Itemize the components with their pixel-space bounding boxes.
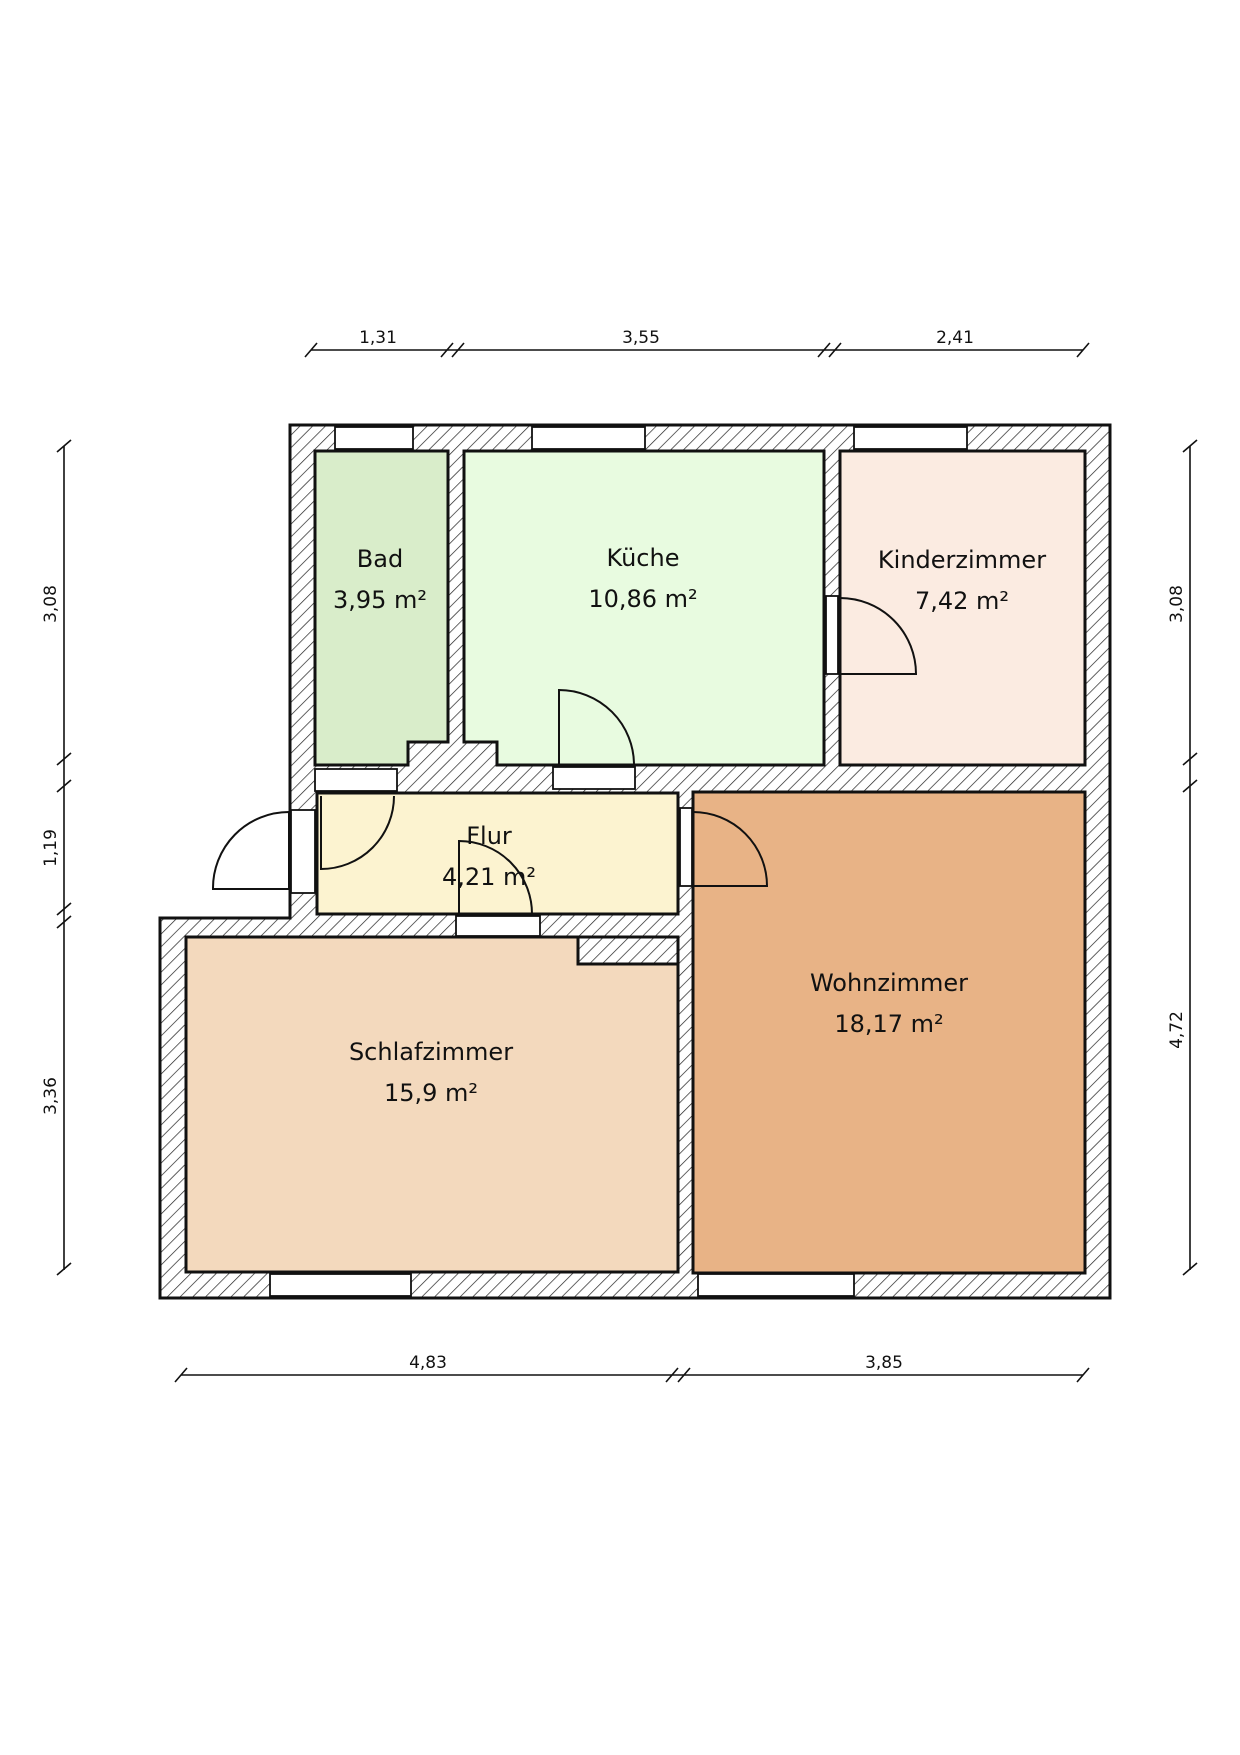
room-name-wohnzimmer: Wohnzimmer bbox=[810, 969, 968, 997]
room-schlafzimmer bbox=[184, 935, 680, 1274]
opening-flur-bad bbox=[314, 768, 398, 792]
room-name-bad: Bad bbox=[357, 545, 403, 573]
room-name-flur: Flur bbox=[466, 822, 512, 850]
room-area-kueche: 10,86 m² bbox=[588, 585, 697, 613]
closet-block bbox=[576, 935, 680, 966]
dim-left-3: 3,36 bbox=[41, 1077, 61, 1115]
dim-ticks-top bbox=[304, 342, 1090, 358]
room-name-kueche: Küche bbox=[607, 544, 680, 572]
dim-top-1: 1,31 bbox=[359, 328, 397, 348]
dim-right-2: 4,72 bbox=[1167, 1011, 1187, 1049]
opening-entrance bbox=[290, 809, 316, 894]
window-kinderzimmer bbox=[853, 426, 968, 450]
dim-bottom-1: 4,83 bbox=[409, 1353, 447, 1373]
room-kueche bbox=[462, 449, 826, 767]
door-schlafzimmer bbox=[458, 839, 533, 915]
dim-top-2: 3,55 bbox=[622, 328, 660, 348]
door-flur bbox=[320, 795, 395, 871]
doors bbox=[211, 597, 918, 915]
opening-flur-schlafzimmer bbox=[455, 915, 541, 937]
dim-left-1: 3,08 bbox=[41, 585, 61, 623]
rooms bbox=[184, 449, 1087, 1275]
room-wohnzimmer bbox=[691, 790, 1087, 1275]
door-entrance bbox=[211, 811, 290, 890]
dim-left-2: 1,19 bbox=[41, 829, 61, 867]
room-name-schlafzimmer: Schlafzimmer bbox=[349, 1038, 513, 1066]
room-area-bad: 3,95 m² bbox=[333, 586, 427, 614]
dim-ticks-right bbox=[1182, 439, 1198, 1276]
openings bbox=[269, 426, 968, 1297]
window-wohnzimmer bbox=[697, 1273, 855, 1297]
dim-top-3: 2,41 bbox=[936, 328, 974, 348]
room-labels: Bad 3,95 m² Küche 10,86 m² Kinderzimmer … bbox=[333, 544, 1046, 1107]
room-area-schlafzimmer: 15,9 m² bbox=[384, 1079, 478, 1107]
opening-flur-kueche bbox=[552, 766, 636, 790]
window-kueche bbox=[531, 426, 646, 450]
opening-flur-wohnzimmer bbox=[679, 807, 693, 887]
dim-ticks-left bbox=[56, 439, 72, 1276]
door-wohnzimmer bbox=[692, 811, 769, 887]
room-name-kinderzimmer: Kinderzimmer bbox=[878, 546, 1046, 574]
opening-kueche-kinderzimmer bbox=[825, 595, 839, 675]
room-bad bbox=[313, 449, 450, 767]
room-flur bbox=[315, 791, 680, 916]
room-area-flur: 4,21 m² bbox=[442, 863, 536, 891]
dim-bottom-2: 3,85 bbox=[865, 1353, 903, 1373]
window-schlafzimmer bbox=[269, 1273, 412, 1297]
room-area-kinderzimmer: 7,42 m² bbox=[915, 587, 1009, 615]
window-bad bbox=[334, 426, 414, 450]
door-kinderzimmer bbox=[839, 597, 918, 675]
dim-right-1: 3,08 bbox=[1167, 585, 1187, 623]
room-area-wohnzimmer: 18,17 m² bbox=[834, 1010, 943, 1038]
dimension-lines: 1,31 3,55 2,41 4,83 3,85 3,08 1,19 3,36 bbox=[41, 328, 1198, 1383]
door-kueche bbox=[558, 688, 635, 766]
dim-ticks-bottom bbox=[174, 1367, 1090, 1383]
